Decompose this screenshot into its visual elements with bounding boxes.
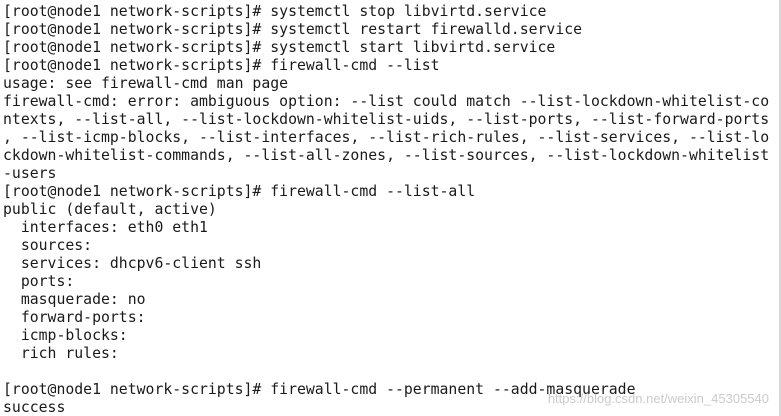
cutoff-line: ’ (3, 0, 315, 6)
output-line: forward-ports: (3, 309, 146, 326)
watermark: https://blog.csdn.net/weixin_45305540 (547, 391, 769, 406)
blank-line (3, 363, 769, 381)
output-line: usage: see firewall-cmd man page (3, 75, 289, 92)
output-line: ports: (3, 273, 75, 290)
error-line: ntexts, --list-all, --list-lockdown-whit… (3, 111, 770, 128)
error-line: , --list-icmp-blocks, --list-interfaces,… (3, 129, 770, 146)
output-line: success (3, 399, 66, 416)
error-line: ckdown-whitelist-commands, --list-all-zo… (3, 147, 770, 164)
error-line: -users (3, 165, 57, 182)
output-line: masquerade: no (3, 291, 146, 308)
output-line: services: dhcpv6-client ssh (3, 255, 262, 272)
output-line: public (default, active) (3, 201, 217, 218)
output-line: rich rules: (3, 345, 119, 362)
output-line: icmp-blocks: (3, 327, 128, 344)
error-line: firewall-cmd: error: ambiguous option: -… (3, 93, 770, 110)
command-line: [root@node1 network-scripts]# systemctl … (3, 39, 556, 56)
scrollbar[interactable] (779, 0, 781, 416)
command-line: [root@node1 network-scripts]# firewall-c… (3, 183, 476, 200)
command-line: [root@node1 network-scripts]# systemctl … (3, 21, 583, 38)
output-line: interfaces: eth0 eth1 (3, 219, 208, 236)
command-line: [root@node1 network-scripts]# systemctl … (3, 3, 547, 20)
command-line: [root@node1 network-scripts]# firewall-c… (3, 381, 636, 398)
command-line: [root@node1 network-scripts]# firewall-c… (3, 57, 440, 74)
output-line: sources: (3, 237, 93, 254)
terminal-output: [root@node1 network-scripts]# systemctl … (3, 3, 769, 416)
